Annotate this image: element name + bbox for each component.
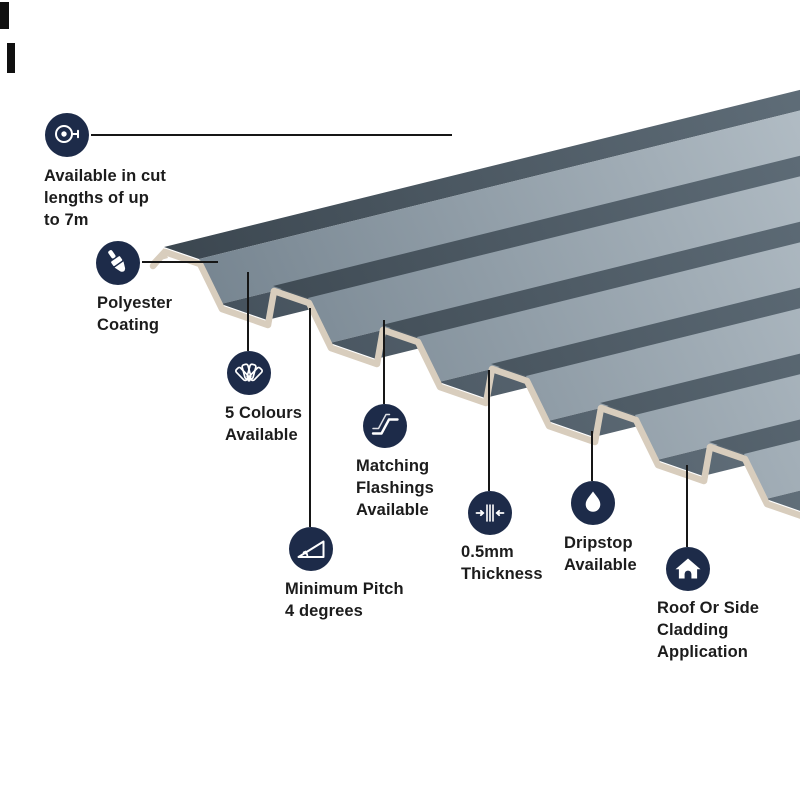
feature-label: 0.5mm Thickness xyxy=(461,543,543,583)
feature-label: Matching Flashings Available xyxy=(356,457,434,519)
crop-mark-top xyxy=(0,2,9,29)
callout-line xyxy=(686,465,688,547)
rib-top xyxy=(164,89,800,259)
feature-label: Minimum Pitch 4 degrees xyxy=(285,580,404,620)
callout-line xyxy=(488,370,490,491)
rib-slope xyxy=(308,176,800,343)
feature-label: Available in cut lengths of up to 7m xyxy=(44,167,167,229)
callout-line xyxy=(591,431,593,481)
rib-top xyxy=(273,155,800,298)
rib-valley xyxy=(766,490,800,511)
rib-top xyxy=(382,221,800,337)
rib-top xyxy=(491,287,800,376)
callout-line xyxy=(309,308,311,527)
rib-top xyxy=(709,419,800,454)
feature-label: 5 Colours Available xyxy=(225,404,302,444)
feature-label: Roof Or Side Cladding Application xyxy=(657,599,760,661)
rib-top xyxy=(600,353,800,415)
tape-measure-icon xyxy=(45,113,89,157)
callout-line xyxy=(142,261,218,263)
water-droplet-icon xyxy=(571,481,615,525)
colour-fan-icon xyxy=(227,351,271,395)
sheet-front-cut-edge xyxy=(149,248,800,519)
thickness-icon xyxy=(468,491,512,535)
crop-mark-bottom xyxy=(7,43,15,73)
rib-slope xyxy=(199,110,800,304)
paintbrush-icon xyxy=(96,241,140,285)
rib-slope xyxy=(635,374,800,460)
pitch-angle-icon xyxy=(289,527,333,571)
callout-line xyxy=(247,272,249,351)
flashing-icon xyxy=(363,404,407,448)
sheet-faces xyxy=(164,89,800,511)
callout-line xyxy=(91,134,452,136)
rib-slope xyxy=(417,242,800,382)
callout-line xyxy=(383,320,385,404)
rib-slope xyxy=(526,308,800,421)
feature-label: Dripstop Available xyxy=(564,534,637,574)
rib-slope xyxy=(744,440,800,499)
house-icon xyxy=(666,547,710,591)
feature-label: Polyester Coating xyxy=(97,294,173,334)
